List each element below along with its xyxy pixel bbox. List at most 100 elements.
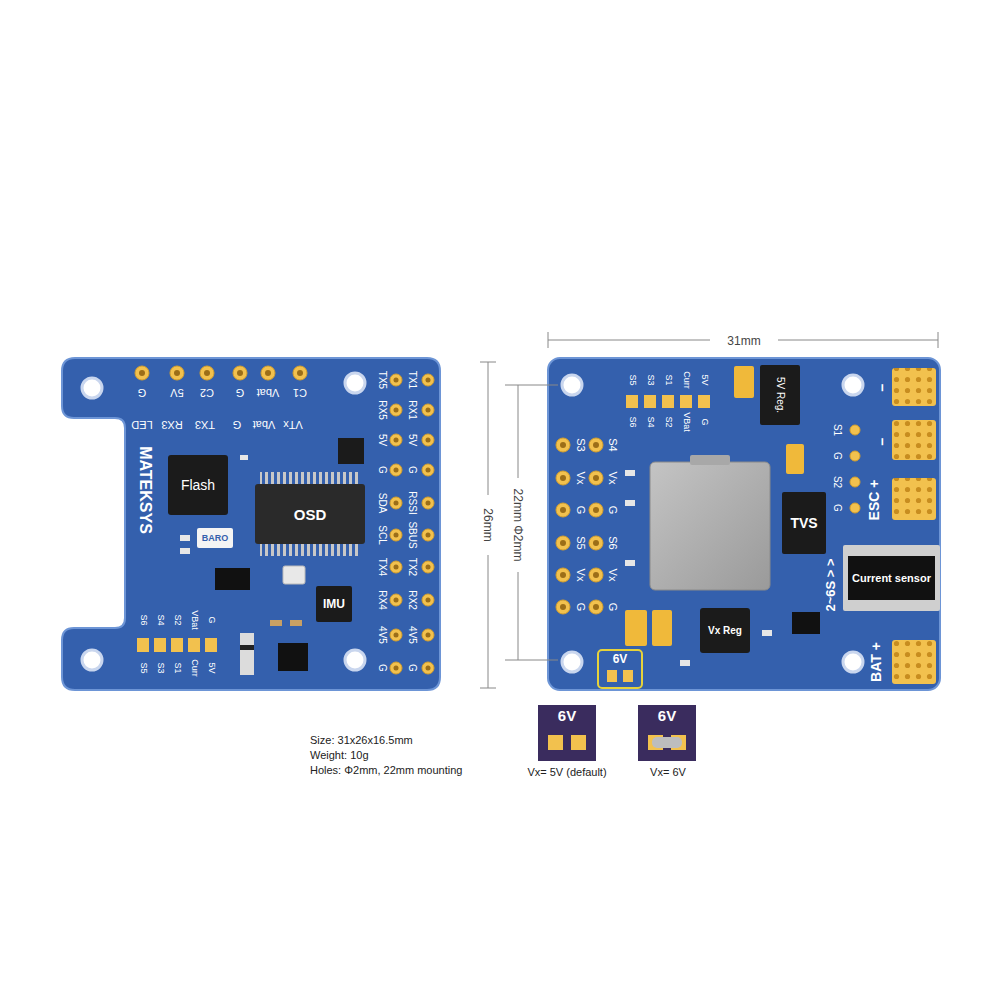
pin-label: TX3 (195, 419, 215, 430)
dimension-line (505, 660, 558, 661)
solder-pad (556, 568, 570, 582)
solder-pad (422, 434, 434, 446)
chip-body (316, 586, 352, 622)
small-component (625, 500, 635, 506)
chip-body (843, 545, 940, 611)
pin-label: C2 (200, 387, 214, 398)
pin-label: G (832, 452, 842, 460)
dimension-line (938, 332, 939, 348)
pin-label: Vx (607, 569, 618, 582)
solder-pad (233, 366, 247, 380)
solder-pad (556, 471, 570, 485)
pin-label: G (607, 506, 618, 515)
power-pad (892, 368, 936, 684)
dimension-line (548, 332, 549, 348)
solder-pad (850, 425, 860, 435)
solder-pad (390, 629, 402, 641)
small-component (240, 645, 254, 650)
chip-body (255, 484, 365, 544)
pin-label: S4 (607, 438, 618, 451)
jumper (538, 650, 696, 761)
solder-pad (422, 529, 434, 541)
pin-label: G (377, 664, 387, 672)
chip-body (260, 544, 360, 556)
left-board (62, 358, 440, 690)
smd-pad-strip (644, 395, 656, 408)
pin-label: Weight: 10g (310, 750, 369, 761)
chip-label: TVS (790, 516, 817, 530)
solder-pad (390, 497, 402, 509)
pin-label: S5 (628, 374, 637, 385)
pin-label: S5 (575, 536, 586, 549)
chip-label: Vx Reg (708, 626, 742, 636)
pin-label: SCL (377, 525, 387, 544)
mounting-hole (843, 652, 863, 672)
jumper (598, 650, 642, 688)
small-component (792, 612, 820, 634)
solder-pad (850, 477, 860, 487)
power-pad (892, 368, 936, 406)
solder-pad (200, 366, 214, 380)
mounting-hole (345, 650, 365, 670)
pin-label: G (607, 603, 618, 612)
solder-pad (390, 594, 402, 606)
solder-pad (556, 438, 570, 452)
pin-label: LED (131, 419, 152, 430)
small-component (625, 560, 635, 566)
solder-pad (390, 529, 402, 541)
dimension-line (488, 362, 489, 495)
pin-label: S6 (139, 614, 148, 625)
dimension-line (480, 688, 496, 689)
solder-pad (422, 374, 434, 386)
jumper (571, 735, 586, 750)
dimension-line (480, 362, 496, 363)
pin-label: Vx (575, 472, 586, 485)
pin-label: S1 (173, 662, 182, 673)
chip-body (760, 365, 800, 425)
pin-label: RX1 (407, 400, 417, 419)
pin-label: RX4 (377, 590, 387, 609)
pin-label: S2 (173, 614, 182, 625)
pin-label: RX5 (377, 400, 387, 419)
mounting-hole (345, 373, 365, 393)
dimension-line (518, 572, 519, 660)
dimension-line (488, 555, 489, 688)
solder-pad (293, 366, 307, 380)
pin-label: TX2 (407, 558, 417, 576)
pin-label: G (207, 616, 216, 623)
pin-label: SDA (377, 493, 387, 514)
pin-label: Vx (575, 569, 586, 582)
solder-pad (390, 464, 402, 476)
small-component (240, 455, 248, 460)
pin-label: S6 (628, 416, 637, 427)
pin-label: G (407, 466, 417, 474)
pin-label: S2 (664, 416, 673, 427)
pin-label: S4 (156, 614, 165, 625)
chip-body (690, 455, 730, 465)
smd-pad-strip (188, 638, 200, 652)
solder-pad (261, 366, 275, 380)
pin-label: 26mm (482, 508, 494, 541)
solder-pad (556, 503, 570, 517)
pin-label: S5 (139, 662, 148, 673)
chip: TVS (782, 492, 826, 554)
chip-label: Flash (181, 478, 215, 492)
jumper (538, 705, 596, 761)
pin-label: Curr (682, 371, 691, 389)
right-board (548, 358, 940, 690)
pin-label: S6 (607, 536, 618, 549)
pin-label: SBUS (407, 521, 417, 548)
smd-pad-strip (171, 638, 183, 652)
pin-label: RX2 (407, 590, 417, 609)
pin-label: S4 (646, 416, 655, 427)
pin-label: VBat (190, 610, 199, 630)
smd-pad-strip (154, 638, 166, 652)
pin-label: S1 (832, 424, 842, 436)
pin-label: Holes: Φ2mm, 22mm mounting (310, 765, 462, 776)
chip-label: 5V Reg. (775, 377, 785, 413)
pin-label: RSSI (407, 491, 417, 514)
pin-label: Size: 31x26x16.5mm (310, 735, 413, 746)
pin-label: 31mm (727, 335, 760, 347)
small-component (283, 566, 305, 584)
pin-label: S3 (646, 374, 655, 385)
